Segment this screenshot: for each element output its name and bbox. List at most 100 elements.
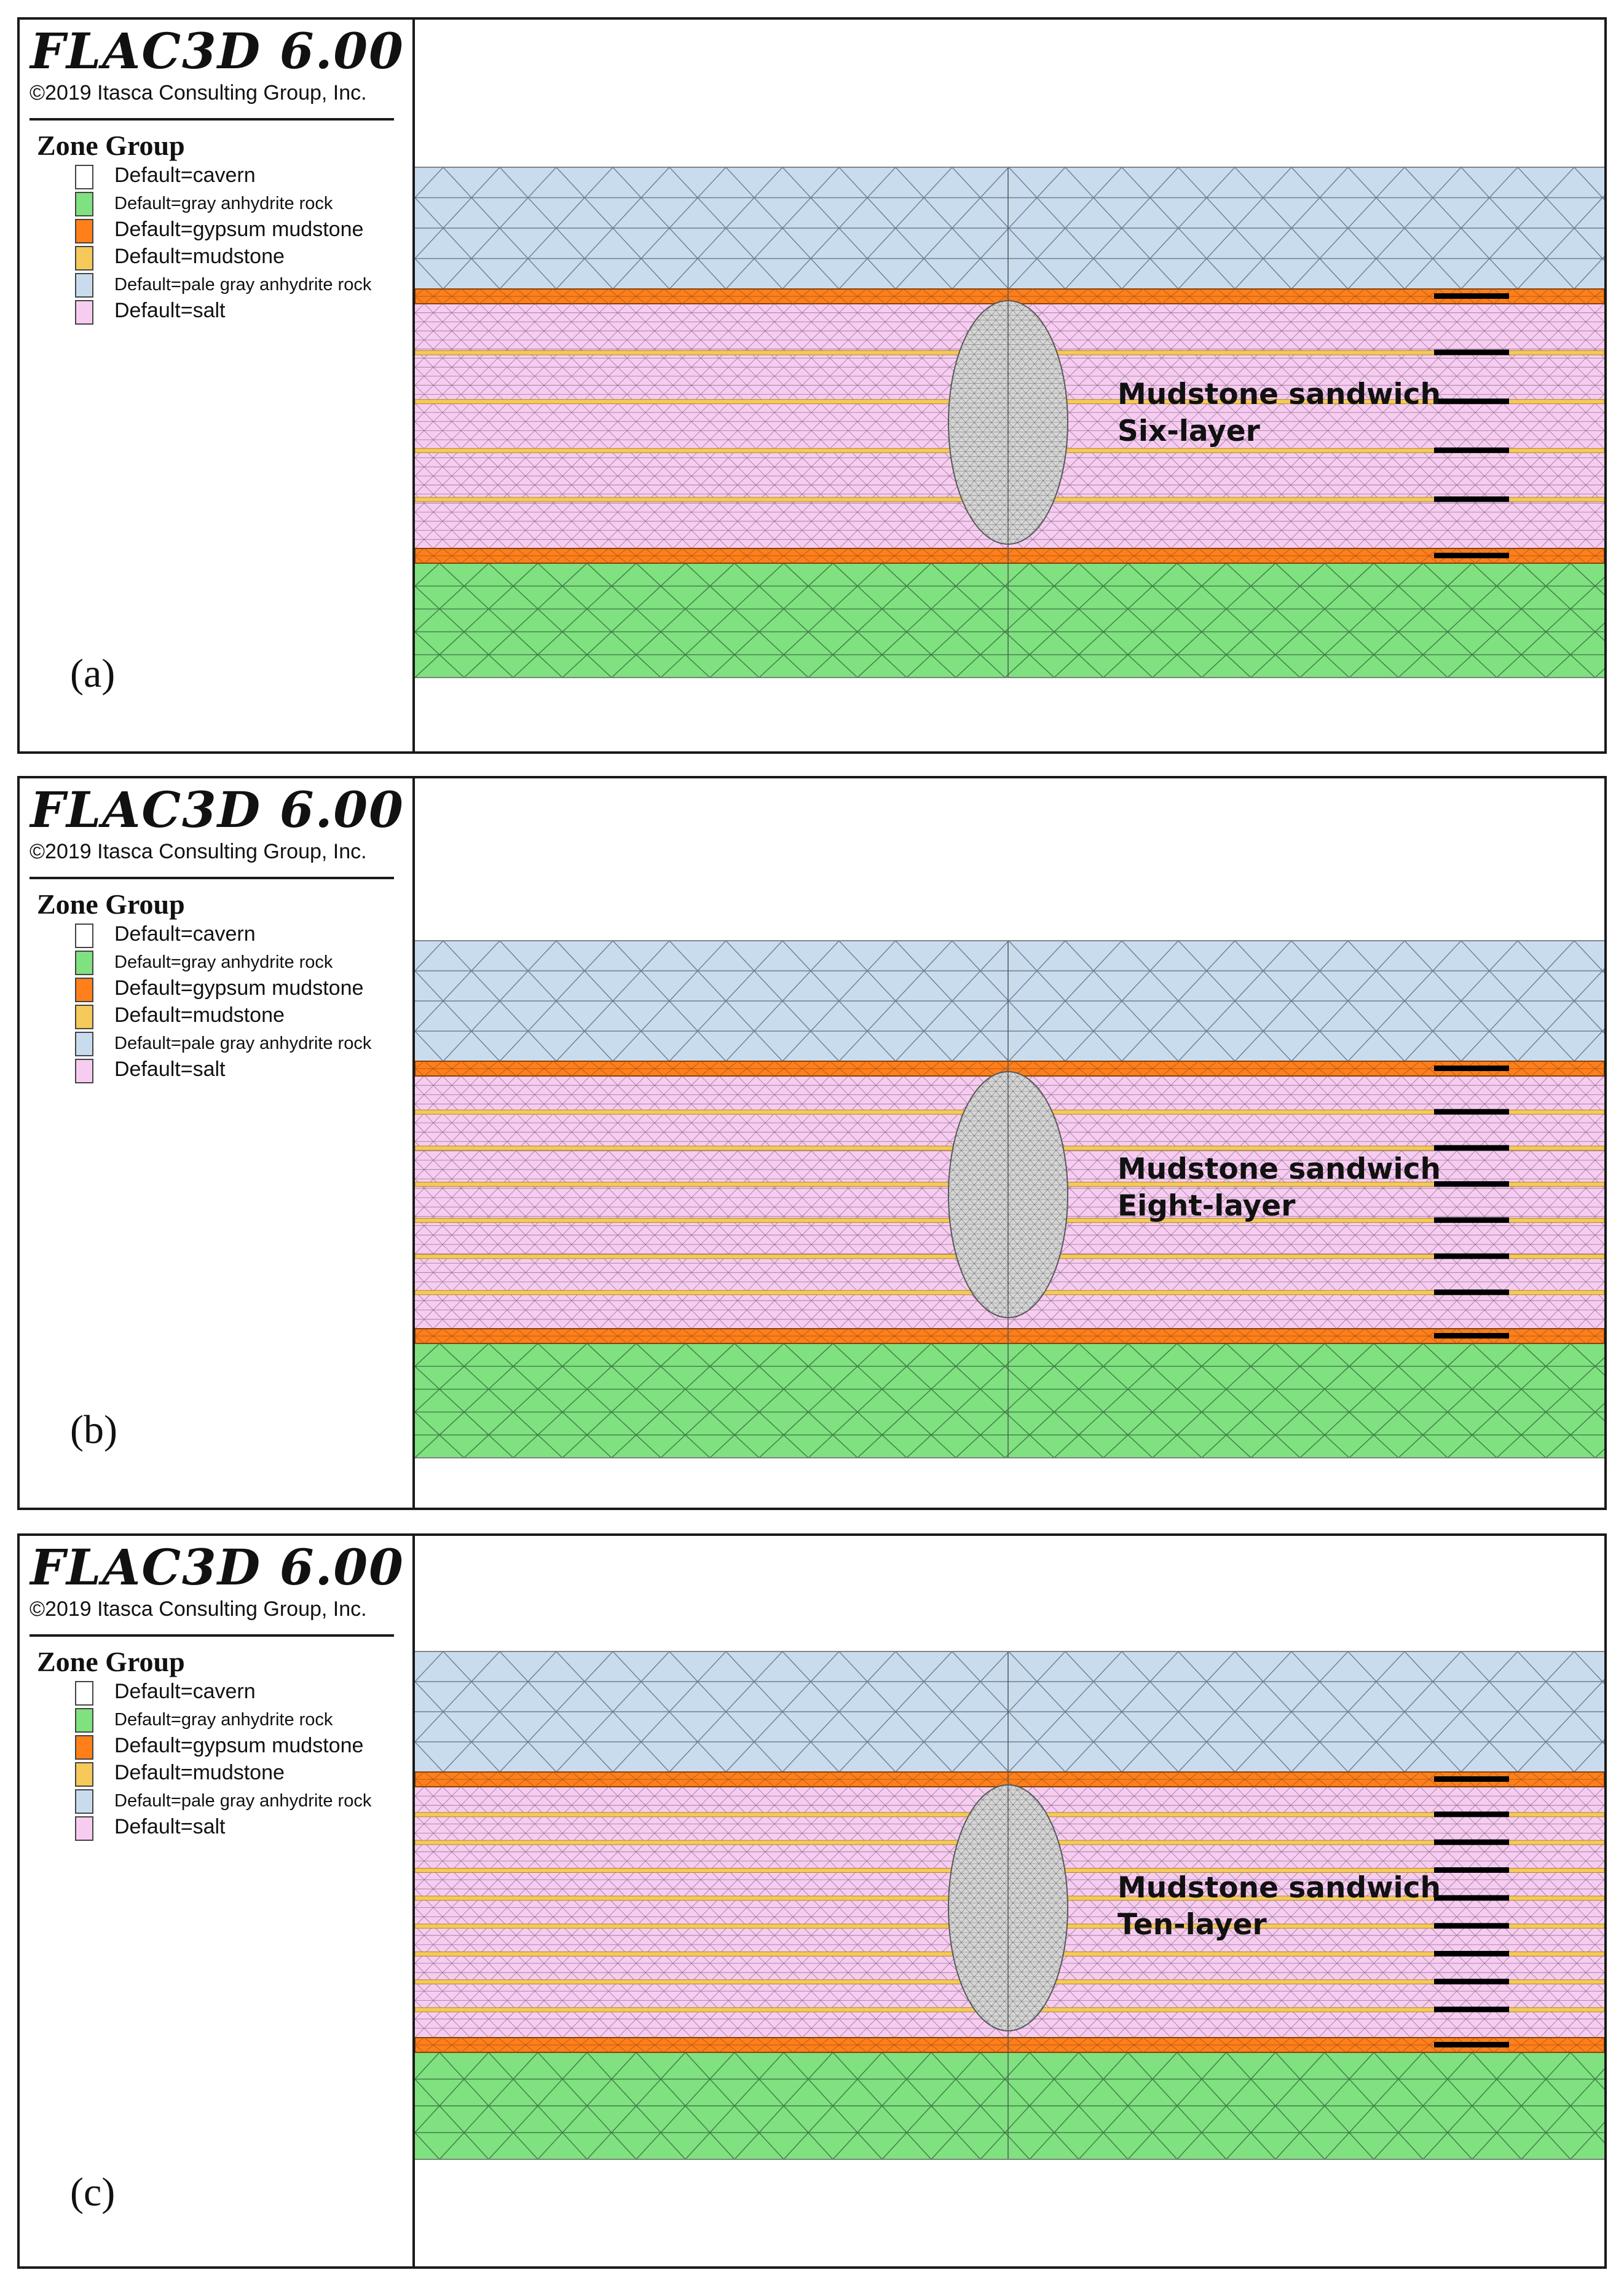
legend-swatch (75, 1032, 93, 1056)
legend-title: Zone Group (37, 1646, 185, 1677)
layer-marker (1434, 1181, 1509, 1187)
legend-swatch (75, 246, 93, 271)
layer-marker (1434, 1333, 1509, 1339)
mesh-lines (415, 1771, 1604, 1787)
legend-swatch (75, 951, 93, 975)
legend-label: Default=gray anhydrite rock (114, 952, 333, 972)
legend-title: Zone Group (37, 888, 185, 920)
legend-label: Default=gypsum mudstone (114, 976, 364, 1000)
legend-label: Default=salt (114, 1815, 226, 1838)
panel-c: FLAC3D 6.00 ©2019 Itasca Consulting Grou… (17, 1533, 1607, 2269)
layer-marker (1434, 1217, 1509, 1223)
legend-swatch (75, 1708, 93, 1733)
legend-swatch (75, 1059, 93, 1083)
legend-swatch (75, 1735, 93, 1760)
layer-marker (1434, 398, 1509, 405)
panel-letter: (a) (70, 651, 116, 696)
legend-label: Default=pale gray anhydrite rock (114, 275, 372, 295)
layer-marker (1434, 349, 1509, 355)
callout-line-2: Ten-layer (1117, 1908, 1267, 1942)
mesh-lines (415, 288, 1604, 304)
callout-line-2: Eight-layer (1117, 1189, 1296, 1223)
model-view: Mudstone sandwich Ten-layer (415, 1650, 1604, 2160)
panel-letter: (b) (70, 1407, 117, 1452)
layer-markers (1434, 293, 1509, 558)
legend-swatch (75, 978, 93, 1002)
flac3d-logo: FLAC3D 6.00 (30, 781, 404, 839)
legend-label: Default=gray anhydrite rock (114, 1710, 333, 1730)
layer-marker (1434, 1839, 1509, 1845)
layer-marker (1434, 1951, 1509, 1956)
header-divider (30, 877, 394, 879)
legend-label: Default=cavern (114, 922, 256, 946)
model-layers (415, 1650, 1604, 2160)
layer-marker (1434, 1811, 1509, 1817)
header-divider (30, 118, 394, 121)
mesh-lines (415, 548, 1604, 564)
callout-line-1: Mudstone sandwich (1117, 378, 1441, 411)
layer-marker (1434, 1109, 1509, 1115)
legend-label: Default=gypsum mudstone (114, 218, 364, 241)
legend-label: Default=pale gray anhydrite rock (114, 1791, 372, 1811)
layer-marker (1434, 1066, 1509, 1071)
legend-swatch (75, 1762, 93, 1787)
layer-marker (1434, 2042, 1509, 2047)
flac3d-logo: FLAC3D 6.00 (30, 22, 404, 80)
panel-a: FLAC3D 6.00 ©2019 Itasca Consulting Grou… (17, 17, 1607, 754)
mesh-lines (415, 2037, 1604, 2053)
copyright-text: ©2019 Itasca Consulting Group, Inc. (30, 1597, 367, 1621)
layer-marker (1434, 553, 1509, 558)
legend-title: Zone Group (37, 130, 185, 161)
layer-marker (1434, 1895, 1509, 1901)
copyright-text: ©2019 Itasca Consulting Group, Inc. (30, 840, 367, 863)
layer-marker (1434, 1145, 1509, 1151)
legend-label: Default=mudstone (114, 1761, 285, 1784)
layer-marker (1434, 1776, 1509, 1782)
flac3d-logo: FLAC3D 6.00 (30, 1538, 404, 1596)
layer-marker (1434, 293, 1509, 299)
legend-swatch (75, 300, 93, 325)
legend-swatch (75, 923, 93, 948)
legend-swatch (75, 192, 93, 216)
panel-letter: (c) (70, 2170, 116, 2215)
model-layers (415, 939, 1604, 1458)
layer-marker (1434, 1253, 1509, 1259)
model-view: Mudstone sandwich Eight-layer (415, 939, 1604, 1458)
legend-swatch (75, 1789, 93, 1814)
legend-swatch (75, 1816, 93, 1841)
legend-swatch (75, 219, 93, 243)
legend-label: Default=mudstone (114, 245, 285, 268)
layer-markers (1434, 1066, 1509, 1339)
legend-swatch (75, 1005, 93, 1029)
legend-swatch (75, 273, 93, 298)
legend-sidebar: FLAC3D 6.00 ©2019 Itasca Consulting Grou… (20, 778, 415, 1508)
legend-sidebar: FLAC3D 6.00 ©2019 Itasca Consulting Grou… (20, 20, 415, 751)
header-divider (30, 1634, 394, 1637)
legend-label: Default=pale gray anhydrite rock (114, 1034, 372, 1053)
mesh-lines (415, 1328, 1604, 1344)
layer-marker (1434, 496, 1509, 502)
callout-line-1: Mudstone sandwich (1117, 1871, 1441, 1905)
panel-b: FLAC3D 6.00 ©2019 Itasca Consulting Grou… (17, 776, 1607, 1510)
callout-line-1: Mudstone sandwich (1117, 1152, 1441, 1186)
layer-marker (1434, 1289, 1509, 1295)
callout-line-2: Six-layer (1117, 414, 1261, 448)
legend-label: Default=gypsum mudstone (114, 1734, 364, 1757)
layer-marker (1434, 2006, 1509, 2012)
layer-marker (1434, 1923, 1509, 1929)
legend-sidebar: FLAC3D 6.00 ©2019 Itasca Consulting Grou… (20, 1536, 415, 2266)
layer-marker (1434, 1979, 1509, 1985)
legend-label: Default=salt (114, 1058, 226, 1081)
layer-markers (1434, 1776, 1509, 2047)
mesh-lines (415, 1061, 1604, 1077)
layer-marker (1434, 447, 1509, 453)
legend-label: Default=mudstone (114, 1003, 285, 1027)
layer-marker (1434, 1867, 1509, 1873)
legend-swatch (75, 165, 93, 189)
model-view: Mudstone sandwich Six-layer (415, 166, 1604, 678)
legend-label: Default=salt (114, 299, 226, 322)
legend-label: Default=cavern (114, 1680, 256, 1703)
legend-label: Default=gray anhydrite rock (114, 194, 333, 213)
model-layers (415, 166, 1604, 678)
legend-label: Default=cavern (114, 164, 256, 187)
